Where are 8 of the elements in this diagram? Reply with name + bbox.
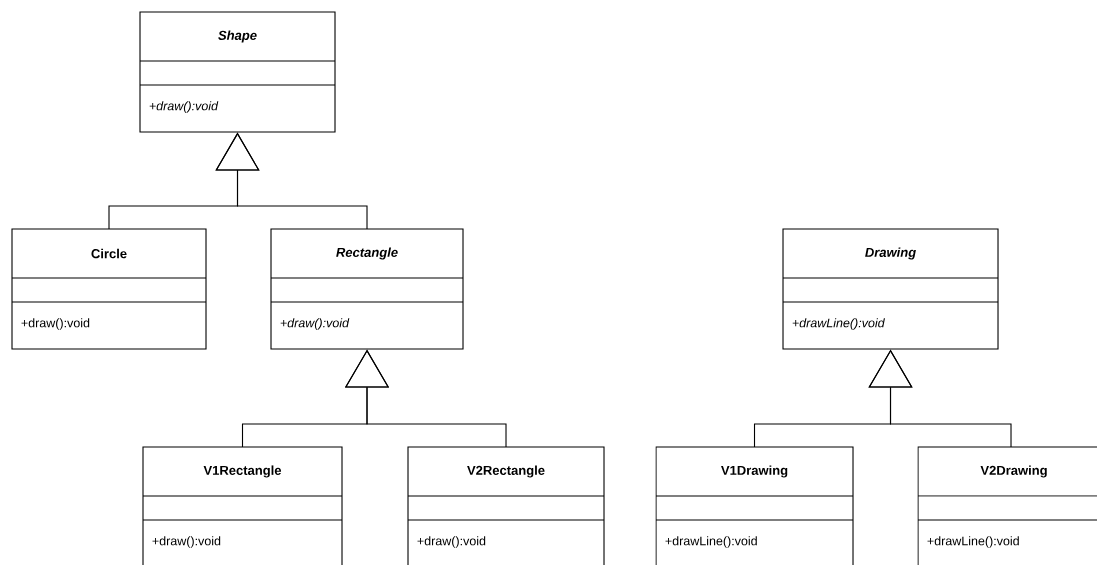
class-box: V1Drawing +drawLine():void xyxy=(655,446,854,565)
class-box: Drawing +drawLine():void xyxy=(782,228,999,350)
class-box: Circle +draw():void xyxy=(11,228,207,350)
class-box: Shape +draw():void xyxy=(139,11,336,133)
class-box: V2Drawing +drawLine():void xyxy=(917,446,1097,565)
class-box: V1Rectangle +draw():void xyxy=(142,446,343,565)
class-box: V2Rectangle +draw():void xyxy=(407,446,605,565)
class-box: Rectangle +draw():void xyxy=(270,228,464,350)
